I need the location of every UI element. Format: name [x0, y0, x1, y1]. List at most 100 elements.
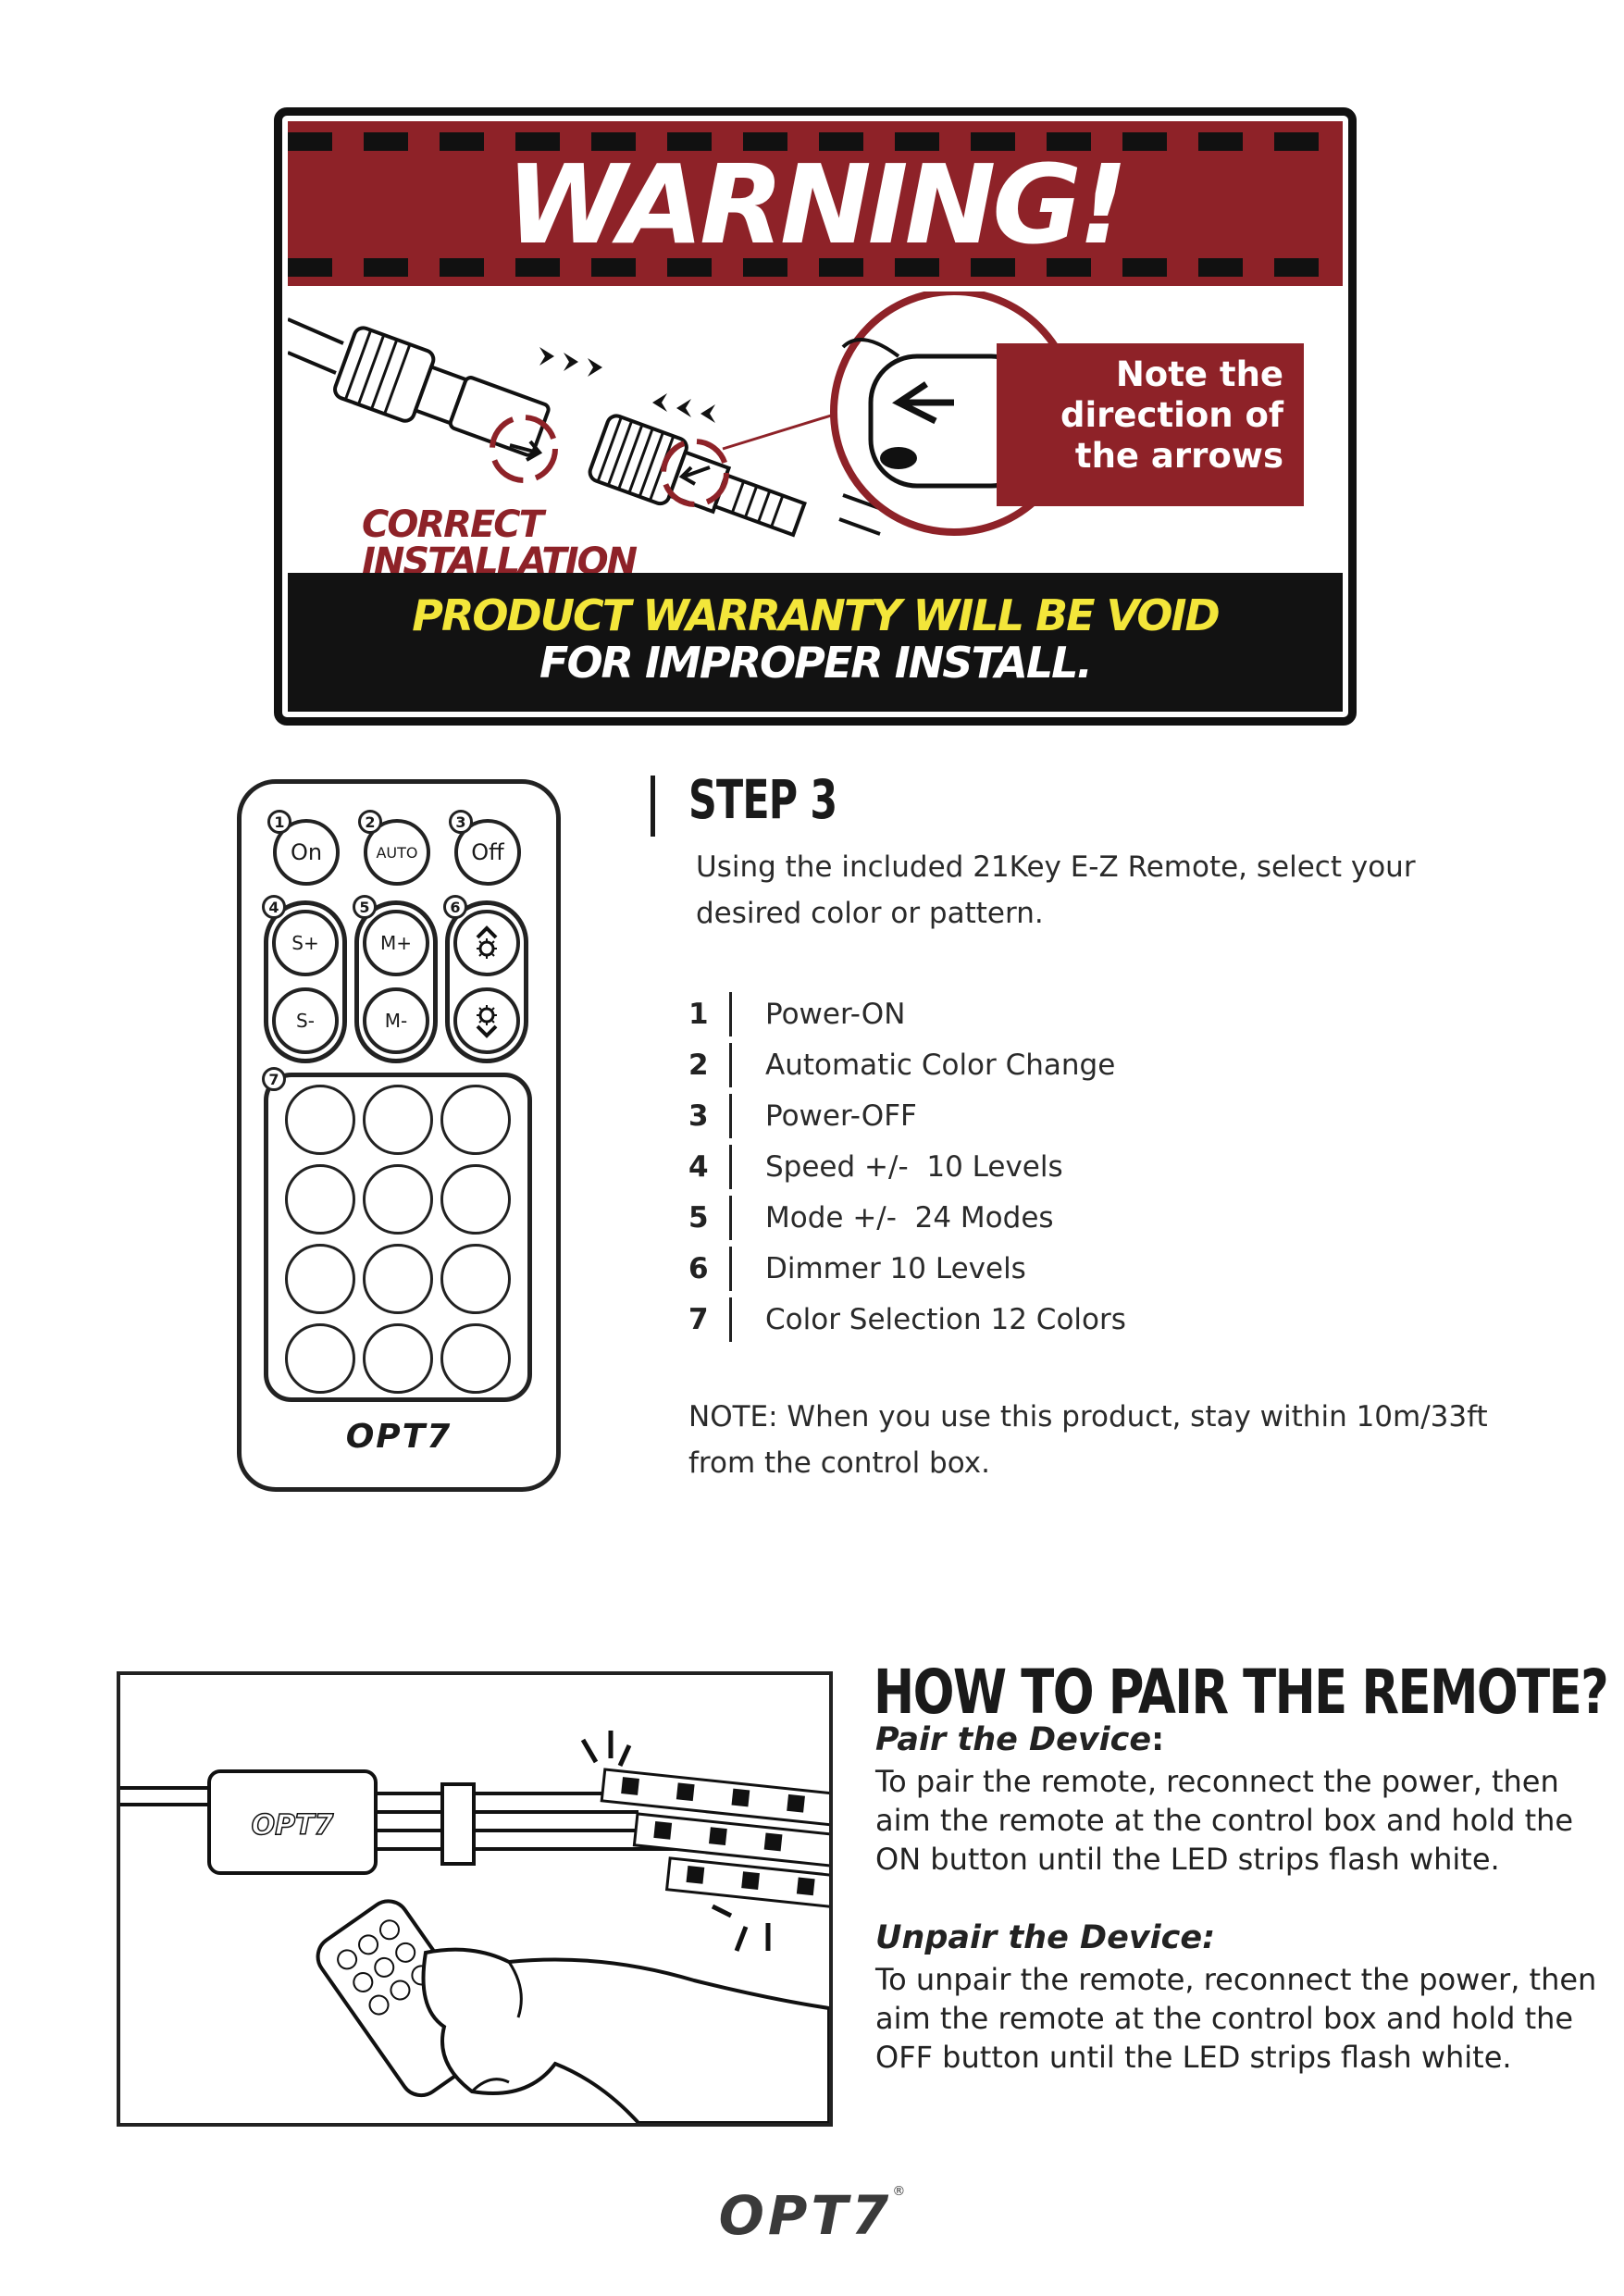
- color-button: [285, 1323, 355, 1394]
- speed-group: [264, 900, 347, 1063]
- legend-label: Mode +/- 24 Modes: [765, 1200, 1054, 1235]
- callout-number: 7: [262, 1067, 286, 1091]
- remote-logo: OPT7: [345, 1418, 452, 1456]
- callout-number: 4: [262, 895, 286, 919]
- legend-number: 3: [688, 1098, 709, 1133]
- warning-title: WARNING!: [505, 141, 1128, 268]
- legend-divider: [729, 1144, 732, 1189]
- legend-number: 2: [688, 1048, 709, 1082]
- legend-label: Color Selection 12 Colors: [765, 1302, 1126, 1336]
- legend-row: 3 Power-OFF: [688, 1090, 1429, 1141]
- unpair-heading: Unpair the Device:: [875, 1919, 1216, 1956]
- correct-line: CORRECT: [362, 503, 544, 546]
- legend-number: 7: [688, 1302, 709, 1336]
- legend-label: Power-ON: [765, 997, 906, 1031]
- pair-heading-text: Pair the Device: [875, 1721, 1152, 1758]
- auto-label: AUTO: [376, 843, 418, 862]
- color-button: [285, 1244, 355, 1314]
- brightness-up-icon: [476, 925, 498, 959]
- dimmer-group: [445, 900, 528, 1063]
- control-box-logo: OPT7: [252, 1809, 334, 1842]
- mode-down-label: M-: [384, 1010, 408, 1032]
- legend-number: 4: [688, 1149, 709, 1184]
- dimmer-down-button: [453, 987, 520, 1054]
- correct-installation-label: CORRECT INSTALLATION: [362, 503, 638, 580]
- legend-label: Power-OFF: [765, 1098, 917, 1133]
- legend-divider: [729, 1042, 732, 1087]
- legend-number: 6: [688, 1251, 709, 1285]
- warranty-footer: PRODUCT WARRANTY WILL BE VOID FOR IMPROP…: [288, 573, 1343, 712]
- legend-row: 6 Dimmer 10 Levels: [688, 1243, 1429, 1294]
- step-accent-bar: [651, 776, 655, 837]
- connector-illustration: Note the direction of the arrows CORRECT…: [287, 288, 1343, 588]
- legend-row: 2 Automatic Color Change: [688, 1039, 1429, 1090]
- brand-logo: OPT7®: [0, 2184, 1624, 2247]
- off-label: Off: [471, 839, 504, 865]
- color-button: [440, 1164, 511, 1235]
- legend-number: 1: [688, 997, 709, 1031]
- callout-number: 6: [443, 895, 467, 919]
- off-button: Off: [454, 819, 521, 886]
- mode-down-button: M-: [363, 987, 429, 1054]
- warning-panel: WARNING!: [274, 107, 1357, 726]
- pair-heading: Pair the Device:: [875, 1721, 1164, 1758]
- legend-label: Automatic Color Change: [765, 1048, 1116, 1082]
- warning-header: WARNING!: [288, 121, 1343, 286]
- legend-divider: [729, 991, 732, 1036]
- legend-label: Speed +/- 10 Levels: [765, 1149, 1063, 1184]
- callout-number: 5: [353, 895, 377, 919]
- legend-divider: [729, 1093, 732, 1138]
- unpair-instructions: To unpair the remote, reconnect the powe…: [875, 1962, 1597, 2075]
- legend-divider: [729, 1297, 732, 1342]
- legend-divider: [729, 1246, 732, 1291]
- pair-title: HOW TO PAIR THE REMOTE?: [874, 1657, 1609, 1728]
- dimmer-up-button: [453, 910, 520, 976]
- button-legend: 1 Power-ON 2 Automatic Color Change 3 Power…: [688, 988, 1429, 1345]
- mode-group: [354, 900, 438, 1063]
- warranty-line-2: FOR IMPROPER INSTALL.: [539, 638, 1093, 688]
- legend-number: 5: [688, 1200, 709, 1235]
- speed-down-button: S-: [272, 987, 339, 1054]
- step-title: STEP 3: [688, 768, 837, 831]
- legend-row: 4 Speed +/- 10 Levels: [688, 1141, 1429, 1192]
- step-description: Using the included 21Key E-Z Remote, sel…: [696, 850, 1416, 930]
- callout-number: 3: [449, 810, 473, 834]
- color-button: [440, 1085, 511, 1155]
- arrow-note-line: Note the: [1115, 354, 1283, 394]
- speed-down-label: S-: [296, 1010, 315, 1032]
- mode-up-label: M+: [379, 932, 412, 954]
- color-button: [285, 1085, 355, 1155]
- brand-logo-text: OPT7: [718, 2184, 893, 2247]
- color-button: [363, 1085, 433, 1155]
- callout-number: 2: [358, 810, 382, 834]
- registered-mark: ®: [892, 2184, 906, 2199]
- on-button: On: [273, 819, 340, 886]
- remote-illustration: On AUTO Off 1 2 3 S+ S- M+ M- 4 5 6: [237, 779, 561, 1492]
- on-label: On: [290, 839, 323, 865]
- legend-row: 5 Mode +/- 24 Modes: [688, 1192, 1429, 1243]
- color-button: [440, 1323, 511, 1394]
- arrow-note-line: direction of: [1060, 395, 1283, 435]
- color-button-grid: [264, 1073, 532, 1402]
- color-button: [363, 1164, 433, 1235]
- mode-up-button: M+: [363, 910, 429, 976]
- pair-instructions: To pair the remote, reconnect the power,…: [875, 1764, 1574, 1877]
- speed-up-label: S+: [291, 932, 319, 954]
- hazard-stripe: [288, 132, 1343, 151]
- legend-divider: [729, 1195, 732, 1240]
- color-button: [363, 1244, 433, 1314]
- hazard-stripe: [288, 258, 1343, 277]
- brightness-down-icon: [476, 1005, 498, 1038]
- range-note: NOTE: When you use this product, stay wi…: [688, 1400, 1488, 1480]
- color-button: [363, 1323, 433, 1394]
- pairing-illustration: OPT7: [117, 1671, 833, 2127]
- color-button: [440, 1244, 511, 1314]
- warranty-line-1: PRODUCT WARRANTY WILL BE VOID: [412, 590, 1220, 640]
- callout-number: 1: [267, 810, 291, 834]
- pair-heading-colon: :: [1151, 1721, 1165, 1758]
- color-button: [285, 1164, 355, 1235]
- pairing-diagram: OPT7: [120, 1731, 829, 2123]
- legend-row: 7 Color Selection 12 Colors: [688, 1294, 1429, 1345]
- speed-up-button: S+: [272, 910, 339, 976]
- legend-label: Dimmer 10 Levels: [765, 1251, 1026, 1285]
